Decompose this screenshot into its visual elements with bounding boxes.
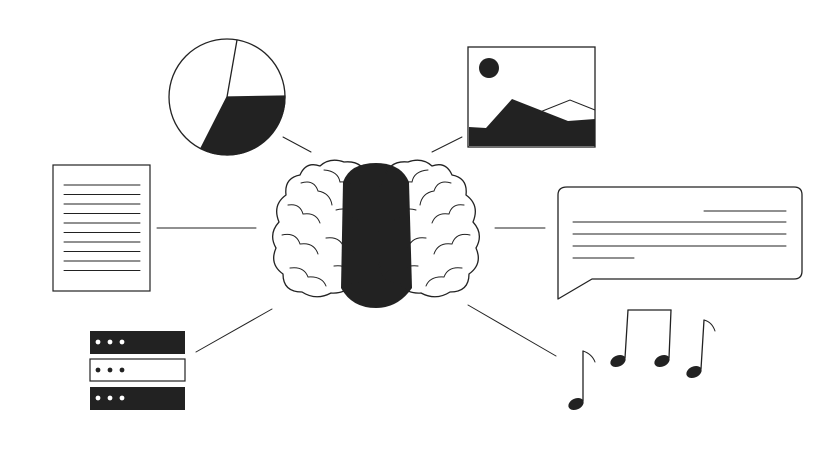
brain-stem-dark (341, 163, 412, 308)
document-text-lines (63, 184, 141, 271)
near-mountain (469, 99, 595, 146)
brain-right-hemisphere (376, 159, 480, 298)
server-unit-top (90, 331, 185, 354)
server-unit-bottom (90, 387, 185, 410)
brain-icon (272, 159, 480, 308)
pie-slice-dark (199, 95, 286, 156)
beamed-notes (610, 309, 672, 368)
server-unit-middle (89, 358, 186, 382)
connector-pie (282, 136, 312, 153)
connector-server (195, 308, 273, 353)
document-icon (52, 164, 151, 292)
connector-music (467, 304, 557, 357)
connector-image (431, 136, 463, 153)
sun-shape (479, 58, 499, 78)
pie-chart-icon (168, 38, 286, 156)
music-notes-icon (568, 309, 716, 411)
brain-left-hemisphere (272, 159, 376, 298)
eighth-note-right (686, 319, 716, 379)
pie-divider-line (226, 39, 238, 98)
server-icon (89, 331, 186, 410)
connector-lines (156, 136, 557, 357)
speech-bubble-icon (557, 186, 803, 300)
image-icon (467, 46, 596, 148)
far-mountain (539, 99, 596, 113)
eighth-note-left (568, 350, 596, 411)
